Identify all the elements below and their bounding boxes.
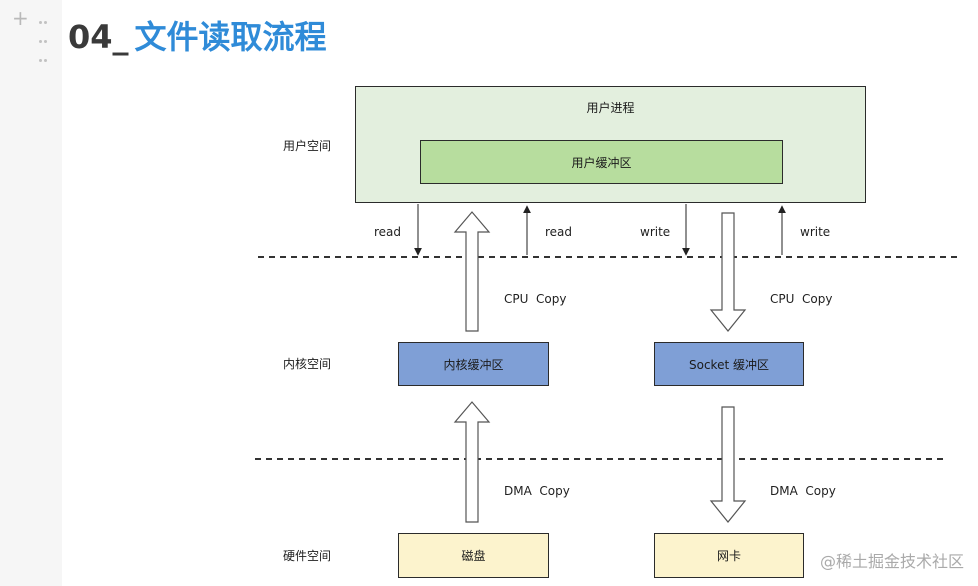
user-space-label: 用户空间: [283, 139, 332, 153]
write-return-label: write: [800, 225, 831, 239]
read-return-label: read: [545, 225, 573, 239]
dma-copy-down-arrow: [709, 406, 747, 523]
nic-box: 网卡: [654, 533, 804, 578]
disk-box: 磁盘: [398, 533, 549, 578]
dma-copy-right-label: DMA Copy: [770, 484, 836, 498]
title-number: 04_: [68, 18, 129, 56]
watermark: @稀土掘金技术社区: [819, 552, 964, 571]
socket-buffer-label: Socket 缓冲区: [689, 357, 769, 372]
kernel-buffer-box: 内核缓冲区: [398, 342, 549, 386]
hardware-space-label: 硬件空间: [283, 549, 332, 563]
dma-copy-left-label: DMA Copy: [504, 484, 570, 498]
user-process-label: 用户进程: [586, 101, 635, 115]
add-block-icon[interactable]: +: [12, 6, 29, 30]
read-call-label: read: [374, 225, 402, 239]
write-call-label: write: [640, 225, 671, 239]
title-text: 文件读取流程: [134, 18, 327, 56]
nic-label: 网卡: [716, 549, 741, 563]
cpu-copy-up-arrow: [453, 211, 491, 332]
user-buffer-label: 用户缓冲区: [571, 155, 632, 170]
kernel-space-label: 内核空间: [283, 357, 332, 371]
cpu-copy-right-label: CPU Copy: [770, 292, 833, 306]
user-buffer-box: 用户缓冲区: [420, 140, 783, 184]
page-title: 04_文件读取流程: [68, 12, 327, 58]
cpu-copy-down-arrow: [709, 212, 747, 332]
socket-buffer-box: Socket 缓冲区: [654, 342, 804, 386]
dma-copy-up-arrow: [453, 401, 491, 523]
kernel-buffer-label: 内核缓冲区: [443, 357, 504, 372]
drag-handle-icon[interactable]: [38, 11, 50, 68]
cpu-copy-left-label: CPU Copy: [504, 292, 567, 306]
disk-label: 磁盘: [461, 549, 486, 563]
